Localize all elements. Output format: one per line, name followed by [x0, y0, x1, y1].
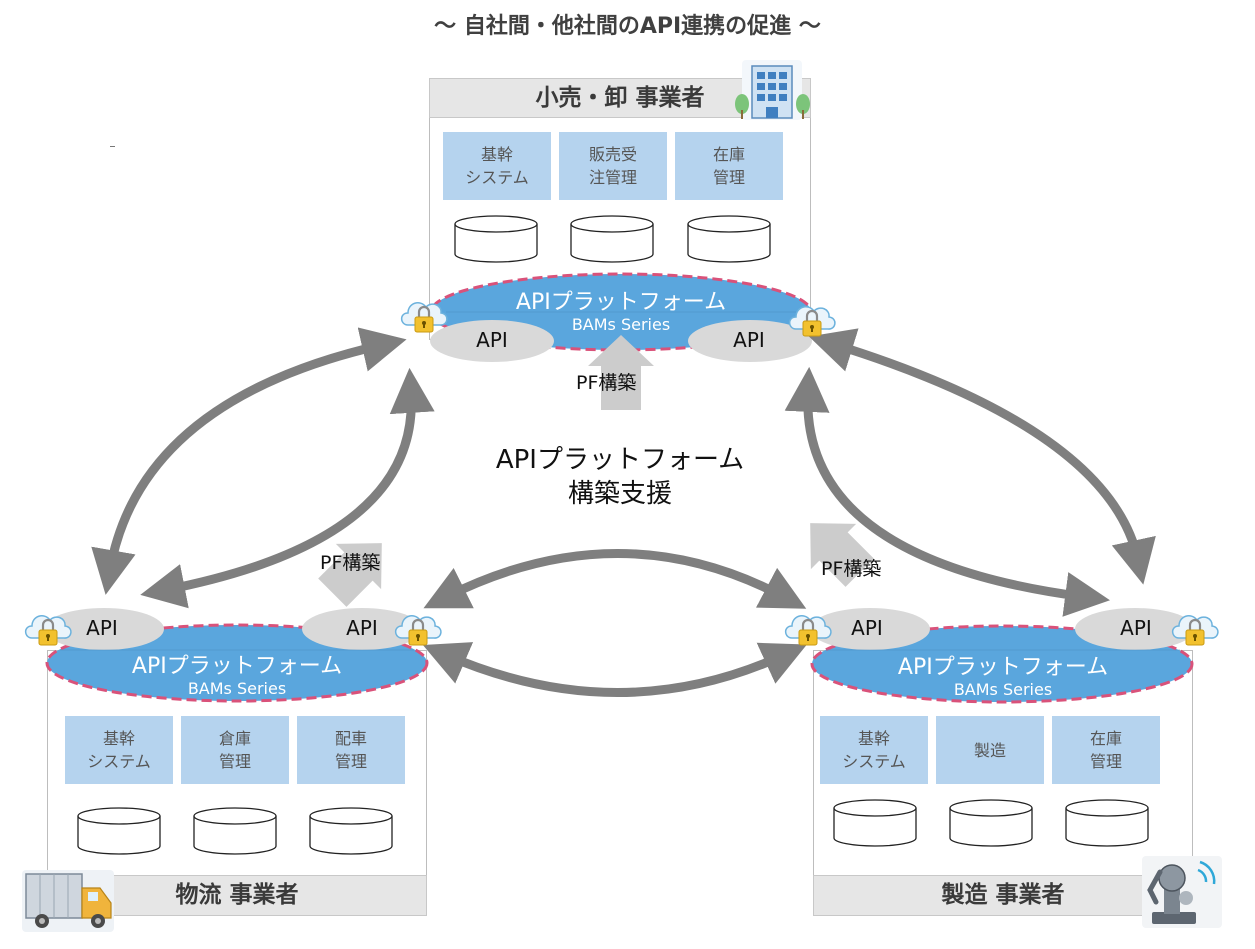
- manufacturing-api-left: [810, 608, 930, 650]
- retail-system-inventory: 在庫管理: [675, 132, 783, 200]
- retail-api-right: [688, 320, 812, 362]
- logistics-platform-series: BAMs Series: [187, 679, 287, 698]
- manufacturing-database-2: [949, 799, 1033, 847]
- pf-label-logistics: PF構築: [320, 552, 381, 574]
- pf-arrow-manufacturing: [810, 523, 874, 587]
- manufacturing-api-right-label: API: [1120, 616, 1152, 640]
- page-title: ～ 自社間・他社間のAPI連携の促進 ～: [434, 14, 821, 39]
- logistics-database-2: [193, 807, 277, 855]
- logistics-api-left: [44, 608, 164, 650]
- logistics-api-left-label: API: [86, 616, 118, 640]
- retail-platform-name: APIプラットフォーム: [515, 290, 727, 315]
- arrow-retail-manufacturing-inner: [784, 366, 1110, 617]
- truck-icon: [22, 870, 114, 932]
- retail-database-3: [687, 215, 771, 263]
- retail-api-left-label: API: [476, 328, 508, 352]
- retail-system-core: 基幹システム: [443, 132, 551, 200]
- center-support-text: APIプラットフォーム 構築支援: [440, 443, 800, 511]
- robot-arm-icon: [1142, 856, 1222, 928]
- logistics-api-right: [302, 608, 422, 650]
- logistics-platform-name: APIプラットフォーム: [131, 654, 343, 679]
- arrow-logistics-manufacturing-lower: [422, 642, 807, 697]
- retail-database-1: [454, 215, 538, 263]
- arrow-retail-logistics-inner: [140, 367, 435, 609]
- pf-label-retail: PF構築: [576, 372, 637, 394]
- pf-label-manufacturing: PF構築: [821, 558, 882, 580]
- logistics-system-warehouse: 倉庫管理: [181, 716, 289, 784]
- manufacturing-system-core: 基幹システム: [820, 716, 928, 784]
- stray-dash: [110, 146, 115, 147]
- pf-arrow-retail: [588, 335, 654, 410]
- manufacturing-database-1: [833, 799, 917, 847]
- retail-api-right-label: API: [733, 328, 765, 352]
- logistics-company-name: 物流 事業者: [175, 882, 299, 908]
- arrow-logistics-manufacturing-upper: [423, 549, 807, 609]
- retail-platform-series: BAMs Series: [571, 315, 671, 334]
- manufacturing-company-header: 製造 事業者: [813, 875, 1193, 916]
- retail-database-2: [570, 215, 654, 263]
- retail-api-left: [430, 320, 554, 362]
- retail-company-name: 小売・卸 事業者: [535, 85, 705, 111]
- manufacturing-company-name: 製造 事業者: [941, 882, 1065, 908]
- lock-icon: [400, 301, 449, 334]
- building-icon: [735, 60, 810, 120]
- logistics-database-3: [309, 807, 393, 855]
- manufacturing-database-3: [1065, 799, 1149, 847]
- logistics-api-right-label: API: [346, 616, 378, 640]
- manufacturing-api-left-label: API: [851, 616, 883, 640]
- manufacturing-api-right: [1075, 608, 1195, 650]
- arrow-retail-logistics-outer: [91, 327, 407, 595]
- manufacturing-platform-series: BAMs Series: [953, 680, 1053, 699]
- manufacturing-platform-name: APIプラットフォーム: [897, 655, 1109, 680]
- center-support-line1: APIプラットフォーム: [495, 445, 745, 475]
- center-support-line2: 構築支援: [567, 479, 672, 509]
- logistics-system-dispatch: 配車管理: [297, 716, 405, 784]
- logistics-database-1: [77, 807, 161, 855]
- manufacturing-system-inventory: 在庫管理: [1052, 716, 1160, 784]
- logistics-system-core: 基幹システム: [65, 716, 173, 784]
- retail-system-sales-order: 販売受注管理: [559, 132, 667, 200]
- manufacturing-system-production: 製造: [936, 716, 1044, 784]
